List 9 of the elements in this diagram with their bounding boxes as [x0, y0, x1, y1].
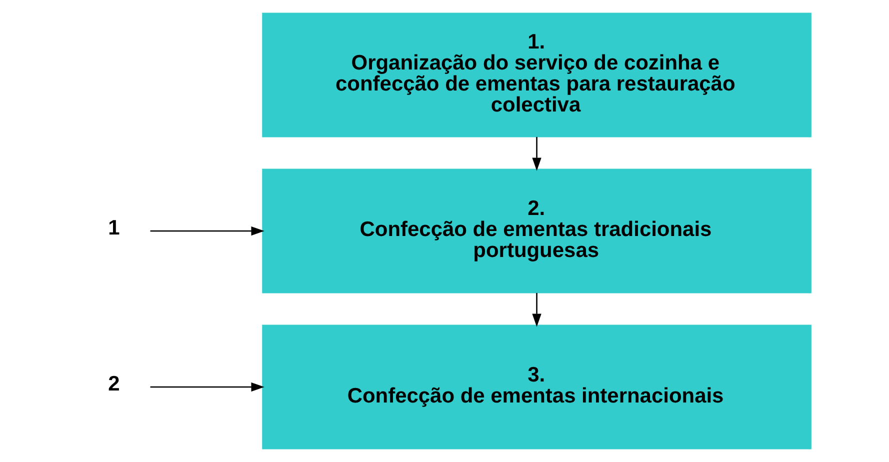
arrow: [150, 226, 264, 236]
node-text: 2: [108, 372, 120, 396]
node-box: 3. Confecção de ementas internacionais: [262, 324, 811, 450]
node-text: 1: [108, 216, 120, 240]
node-box: 1. Organização do serviço de cozinha e confecção de ementas para restauração colectiva: [262, 12, 811, 138]
arrow: [150, 382, 264, 392]
arrow: [532, 136, 541, 171]
node-box: 2. Confecção de ementas tradicionais portuguesas: [262, 168, 811, 294]
arrow: [532, 292, 541, 327]
